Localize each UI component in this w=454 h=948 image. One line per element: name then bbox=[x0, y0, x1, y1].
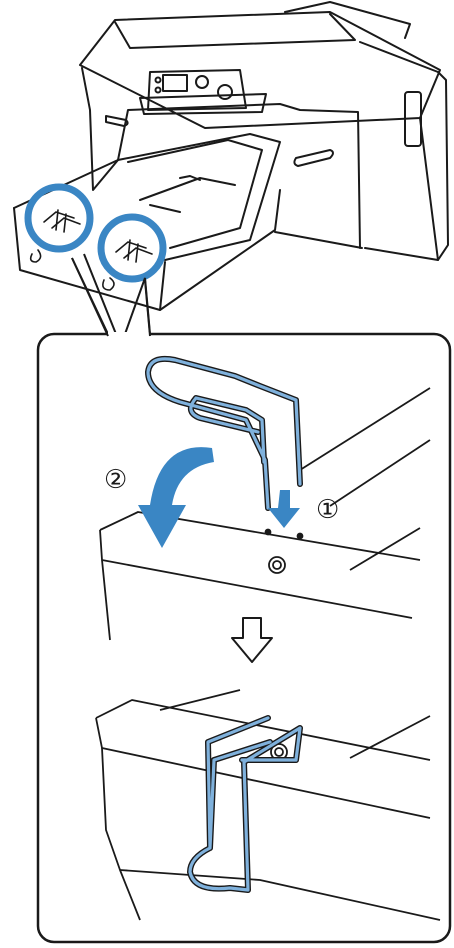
highlight-circles bbox=[28, 187, 163, 279]
printer-overview bbox=[14, 2, 448, 310]
step-1-label: ① bbox=[316, 495, 339, 525]
highlight-circle-left bbox=[28, 187, 90, 249]
printer-front-handle bbox=[294, 150, 333, 166]
control-panel-screen bbox=[163, 75, 187, 91]
printer-platen bbox=[118, 134, 280, 260]
step-2-label: ② bbox=[104, 465, 127, 495]
highlight-circle-right bbox=[101, 217, 163, 279]
control-panel bbox=[148, 70, 246, 110]
